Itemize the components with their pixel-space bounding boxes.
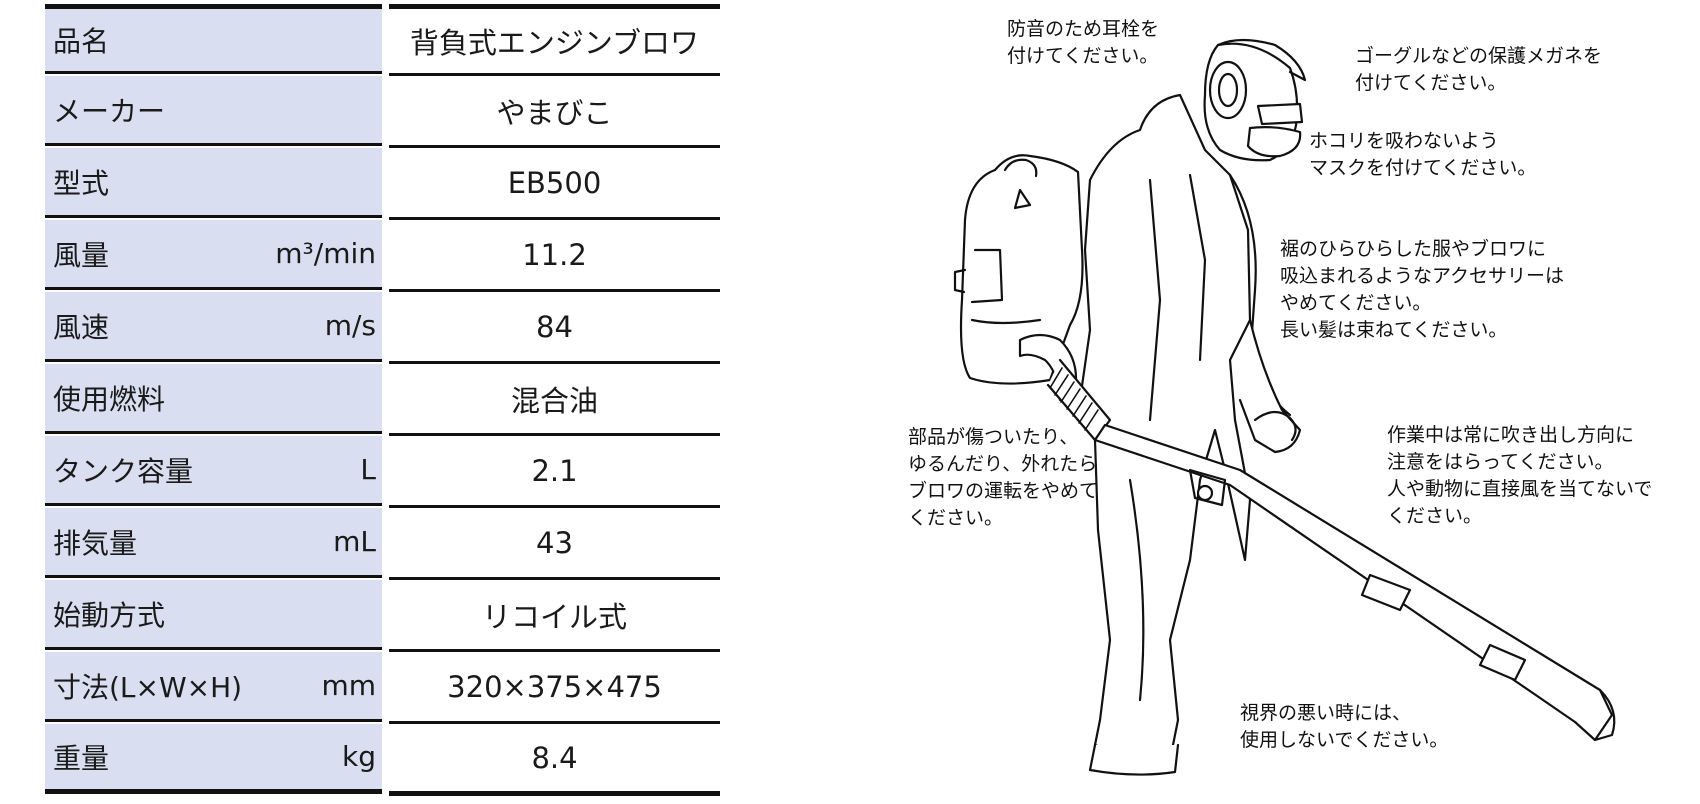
note-parts: 部品が傷ついたり、 ゆるんだり、外れたら ブロワの運転をやめて ください。 [908, 426, 1099, 529]
note-visibility: 視界の悪い時には、 使用しないでください。 [1240, 702, 1449, 751]
spec-value: 320×375×475 [389, 652, 720, 724]
note-direction: 作業中は常に吹き出し方向に 注意をはらってください。 人や動物に直接風を当てない… [1387, 424, 1653, 527]
spec-label-cell: 風量 m³/min [45, 220, 382, 290]
spec-label: 重量 [53, 741, 110, 775]
spec-label-cell: 排気量 mL [45, 508, 382, 578]
spec-label: メーカー [53, 94, 166, 128]
spec-unit: m³/min [275, 237, 376, 270]
note-earplugs: 防音のため耳栓を 付けてください。 [1007, 18, 1160, 67]
spec-value: 43 [389, 508, 720, 580]
spec-label-cell: 始動方式 [45, 580, 382, 650]
note-clothing: 裾のひらひらした服やブロワに 吸込まれるようなアクセサリーは やめてください。 … [1280, 238, 1565, 341]
spec-label-cell: 風速 m/s [45, 292, 382, 362]
spec-unit: m/s [324, 309, 376, 342]
spec-value: リコイル式 [389, 580, 720, 652]
spec-row: 使用燃料 混合油 [45, 364, 720, 436]
spec-row: 寸法(L×W×H) mm 320×375×475 [45, 652, 720, 724]
spec-value: 11.2 [389, 220, 720, 292]
spec-unit: kg [342, 740, 376, 773]
spec-row: 風量 m³/min 11.2 [45, 220, 720, 292]
spec-row: 型式 EB500 [45, 148, 720, 220]
spec-label-cell: 使用燃料 [45, 364, 382, 434]
spec-label: 排気量 [53, 526, 138, 560]
spec-row: 風速 m/s 84 [45, 292, 720, 364]
note-goggles: ゴーグルなどの保護メガネを 付けてください。 [1355, 45, 1603, 94]
spec-label: 始動方式 [53, 598, 166, 632]
spec-label: 使用燃料 [53, 382, 166, 416]
spec-label-cell: 型式 [45, 148, 382, 218]
spec-unit: L [360, 453, 376, 486]
spec-unit: mm [321, 669, 376, 702]
spec-row: 排気量 mL 43 [45, 508, 720, 580]
spec-label: 型式 [53, 166, 110, 200]
operator-body [1078, 93, 1292, 776]
spec-row: タンク容量 L 2.1 [45, 436, 720, 508]
spec-row: 品名 背負式エンジンブロワ [45, 4, 720, 76]
spec-label-cell: メーカー [45, 76, 382, 146]
spec-label-cell: 品名 [45, 4, 382, 74]
spec-label-cell: タンク容量 L [45, 436, 382, 506]
spec-value: 背負式エンジンブロワ [389, 4, 720, 76]
spec-label: 寸法(L×W×H) [53, 670, 243, 704]
spec-row: 重量 kg 8.4 [45, 724, 720, 796]
spec-value: 2.1 [389, 436, 720, 508]
spec-label: 風量 [53, 238, 110, 272]
spec-row: メーカー やまびこ [45, 76, 720, 148]
spec-value: EB500 [389, 148, 720, 220]
spec-label-cell: 寸法(L×W×H) mm [45, 652, 382, 722]
note-mask: ホコリを吸わないよう マスクを付けてください。 [1309, 130, 1537, 179]
operator-arms [1238, 318, 1302, 454]
backpack-engine [953, 154, 1084, 385]
operator-head [1203, 38, 1307, 162]
spec-value: やまびこ [389, 76, 720, 148]
spec-row: 始動方式 リコイル式 [45, 580, 720, 652]
spec-value: 8.4 [389, 724, 720, 796]
spec-value: 混合油 [389, 364, 720, 436]
spec-label-cell: 重量 kg [45, 724, 382, 794]
spec-label: 品名 [53, 25, 110, 58]
spec-unit: mL [333, 525, 376, 558]
blower-pipe [1018, 333, 1616, 742]
spec-value: 84 [389, 292, 720, 364]
spec-label: タンク容量 [53, 454, 194, 488]
spec-label: 風速 [53, 310, 110, 344]
